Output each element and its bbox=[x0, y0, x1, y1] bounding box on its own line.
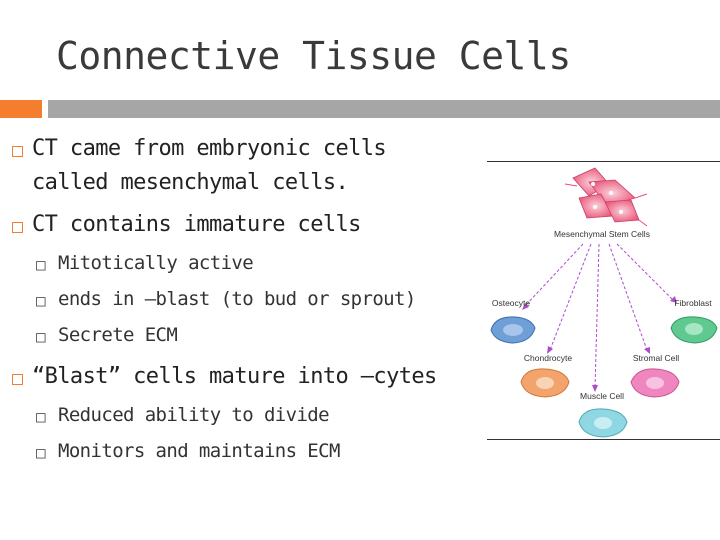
sub-bullet-marker: □ bbox=[36, 291, 46, 310]
stem-cells-label: Mesenchymal Stem Cells bbox=[554, 229, 650, 239]
bullet-text: CT contains immature cells bbox=[32, 212, 361, 237]
bullet-marker bbox=[12, 146, 23, 157]
slide-title: Connective Tissue Cells bbox=[56, 34, 571, 78]
stromal-cell-label: Stromal Cell bbox=[633, 353, 679, 363]
fibroblast-label: Fibroblast bbox=[674, 298, 712, 308]
chondrocyte-label: Chondrocyte bbox=[524, 353, 572, 363]
bullet-text: CT came from embryonic cells bbox=[32, 136, 387, 161]
diagram-bottom-rule bbox=[487, 439, 720, 440]
sub-bullet-text: Monitors and maintains ECM bbox=[58, 440, 340, 462]
sub-bullet-marker: □ bbox=[36, 327, 46, 346]
diagram-top-rule bbox=[487, 161, 720, 162]
accent-bar bbox=[0, 100, 42, 118]
osteocyte-cell bbox=[490, 316, 536, 344]
muscle-cell bbox=[578, 408, 628, 438]
bullet-marker bbox=[12, 222, 23, 233]
header-bar bbox=[48, 100, 720, 118]
sub-bullet-marker: □ bbox=[36, 255, 46, 274]
stromal-cell bbox=[630, 368, 680, 398]
fibroblast-cell bbox=[670, 316, 718, 344]
mesenchymal-diagram: Mesenchymal Stem Cells Osteocyte Fibrobl… bbox=[490, 167, 718, 438]
sub-bullet-marker: □ bbox=[36, 443, 46, 462]
differentiation-arrows bbox=[522, 243, 677, 392]
sub-bullet-marker: □ bbox=[36, 407, 46, 426]
bullet-marker bbox=[12, 374, 23, 385]
sub-bullet-text: ends in –blast (to bud or sprout) bbox=[58, 288, 416, 310]
sub-bullet-text: Secrete ECM bbox=[58, 324, 178, 346]
stem-cell-cluster bbox=[564, 167, 648, 227]
sub-bullet-text: Mitotically active bbox=[58, 252, 254, 274]
bullet-text: “Blast” cells mature into –cytes bbox=[32, 364, 437, 389]
sub-bullet-text: Reduced ability to divide bbox=[58, 404, 330, 426]
muscle-cell-label: Muscle Cell bbox=[580, 391, 624, 401]
chondrocyte-cell bbox=[520, 368, 570, 398]
bullet-text-continued: called mesenchymal cells. bbox=[32, 170, 349, 195]
osteocyte-label: Osteocyte bbox=[492, 298, 531, 308]
